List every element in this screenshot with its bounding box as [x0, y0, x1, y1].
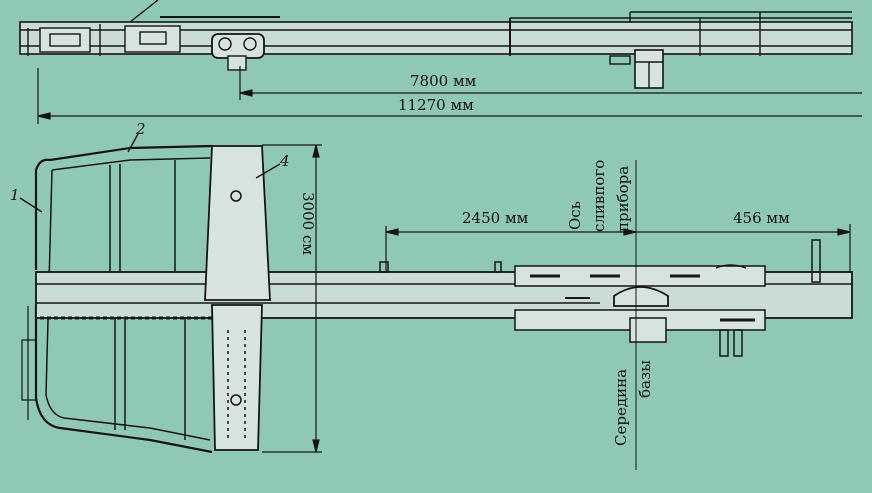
middle-label-2: базы — [636, 360, 654, 398]
dimension-height-label: 3000 см — [299, 192, 317, 255]
callout-1: 1 — [10, 186, 20, 204]
axis-label-1: Ось — [566, 201, 584, 230]
axis-label-3: прибора — [614, 166, 632, 232]
axis-label-2: сливпого — [590, 160, 608, 232]
dimension-11270-label: 11270 мм — [398, 96, 474, 114]
dimension-456-label: 456 мм — [733, 209, 790, 227]
dimension-11270 — [37, 68, 862, 124]
dimension-7800-label: 7800 мм — [410, 72, 477, 90]
dimension-2450 — [385, 226, 637, 272]
callout-4: 4 — [279, 152, 290, 170]
dimension-7800 — [239, 66, 862, 100]
dimension-2450-label: 2450 мм — [462, 209, 529, 227]
side-view-frame — [19, 0, 853, 89]
middle-label-1: Середина — [612, 369, 630, 446]
dimension-height — [262, 144, 322, 453]
callout-2: 2 — [135, 120, 146, 138]
dimension-456 — [636, 224, 851, 272]
plan-view-frame — [19, 133, 853, 454]
